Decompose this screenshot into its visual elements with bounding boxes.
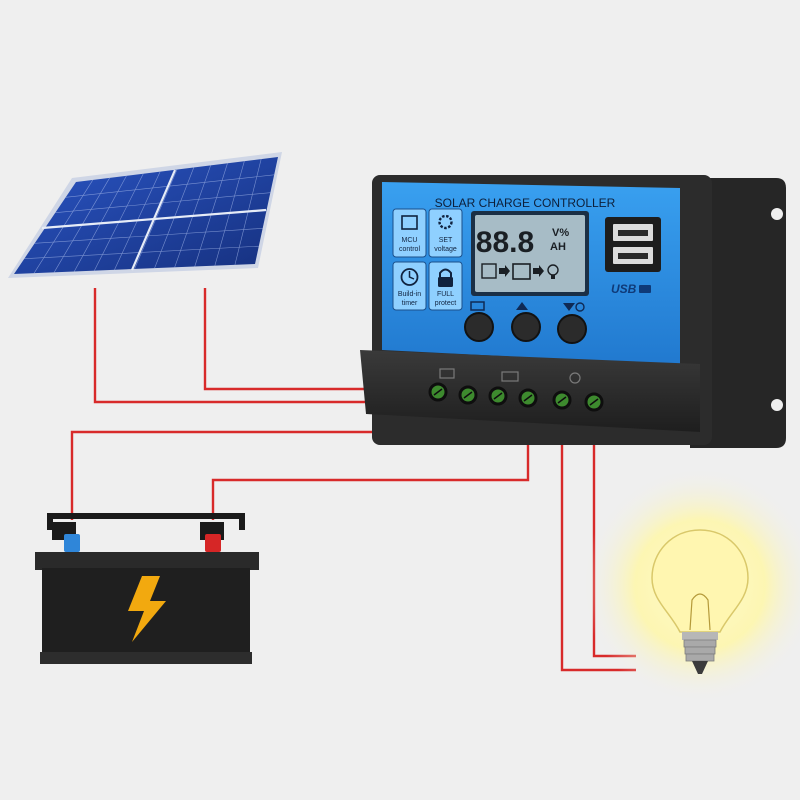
solar-panel-cells bbox=[14, 157, 278, 274]
bulb-tip bbox=[692, 661, 708, 674]
wire-load-positive bbox=[560, 398, 636, 672]
lcd-status-icons bbox=[481, 263, 559, 280]
battery-terminal-red bbox=[205, 534, 221, 552]
bulb-collar bbox=[682, 632, 718, 640]
up-button[interactable] bbox=[511, 312, 541, 342]
mount-hole-bottom bbox=[771, 399, 783, 411]
feature-timer-line1: Build-in bbox=[398, 291, 421, 298]
light-bulb bbox=[582, 467, 800, 703]
battery-lid bbox=[35, 552, 259, 570]
feature-mcu: MCU control bbox=[392, 208, 427, 258]
battery-symbol-icon bbox=[501, 371, 519, 382]
lcd-arrow-icon-2 bbox=[533, 265, 544, 277]
menu-button[interactable] bbox=[464, 312, 494, 342]
lcd-display: 88.8 V% AH bbox=[471, 211, 589, 296]
terminals bbox=[428, 382, 604, 412]
chip-icon bbox=[401, 215, 418, 230]
terminal-screw-slot bbox=[493, 392, 503, 400]
terminal-screw-slot bbox=[463, 391, 473, 399]
feature-set-line2: voltage bbox=[434, 246, 457, 253]
lcd-unit-top: V% bbox=[552, 227, 569, 239]
lcd-bulb-base bbox=[551, 275, 555, 279]
lcd-battery-icon bbox=[512, 263, 531, 280]
lightning-bolt-icon bbox=[128, 576, 166, 642]
feature-protect-line2: protect bbox=[435, 300, 456, 307]
charge-controller: SOLAR CHARGE CONTROLLER MCU control SET … bbox=[360, 175, 786, 448]
lcd-panel-icon bbox=[481, 263, 497, 279]
feature-set-line1: SET bbox=[439, 237, 453, 244]
lcd-digits: 88.8 bbox=[476, 226, 534, 259]
solar-panel bbox=[8, 152, 282, 278]
feature-set-voltage: SET voltage bbox=[428, 208, 463, 258]
feature-timer-line2: timer bbox=[402, 300, 418, 307]
usb-ports: USB bbox=[605, 217, 661, 296]
wire-pv-negative bbox=[93, 288, 468, 404]
controller-title: SOLAR CHARGE CONTROLLER bbox=[435, 196, 616, 210]
feature-protect-line1: FULL bbox=[437, 291, 454, 298]
button-labels bbox=[470, 301, 585, 312]
lcd-unit-bottom: AH bbox=[550, 241, 566, 253]
usb-label: USB bbox=[611, 282, 637, 296]
bulb-filament bbox=[689, 593, 711, 631]
terminal-screw-slot bbox=[523, 394, 533, 402]
timer-icon bbox=[575, 302, 585, 312]
battery-base bbox=[40, 652, 252, 664]
terminal-symbols bbox=[439, 368, 581, 384]
battery-terminal-blue bbox=[64, 534, 80, 552]
wire-pv-positive bbox=[203, 288, 438, 391]
load-symbol-icon bbox=[569, 372, 581, 384]
up-arrow-icon bbox=[516, 302, 528, 310]
bulb-screw-base bbox=[683, 639, 717, 662]
down-arrow-icon bbox=[563, 303, 575, 311]
lcd-arrow-icon-1 bbox=[499, 265, 510, 277]
lock-icon bbox=[438, 268, 453, 287]
feature-mcu-line2: control bbox=[399, 246, 420, 253]
feature-protect: FULL protect bbox=[428, 261, 463, 311]
terminal-screw-slot bbox=[433, 388, 443, 396]
clock-icon bbox=[400, 268, 419, 286]
pv-symbol-icon bbox=[439, 368, 455, 379]
usb-plug-icon bbox=[639, 285, 651, 293]
down-button[interactable] bbox=[557, 314, 587, 344]
solar-panel-module-dividers bbox=[41, 169, 267, 271]
battery bbox=[35, 513, 259, 664]
wires bbox=[70, 288, 636, 672]
feature-timer: Build-in timer bbox=[392, 261, 427, 311]
controller-flange bbox=[690, 178, 786, 448]
terminal-screw-slot bbox=[589, 398, 599, 406]
mount-hole-top bbox=[771, 208, 783, 220]
terminal-screw-slot bbox=[557, 396, 567, 404]
feature-mcu-line1: MCU bbox=[402, 237, 418, 244]
menu-icon bbox=[470, 301, 485, 311]
battery-handle bbox=[47, 513, 245, 530]
gear-icon bbox=[438, 214, 453, 230]
